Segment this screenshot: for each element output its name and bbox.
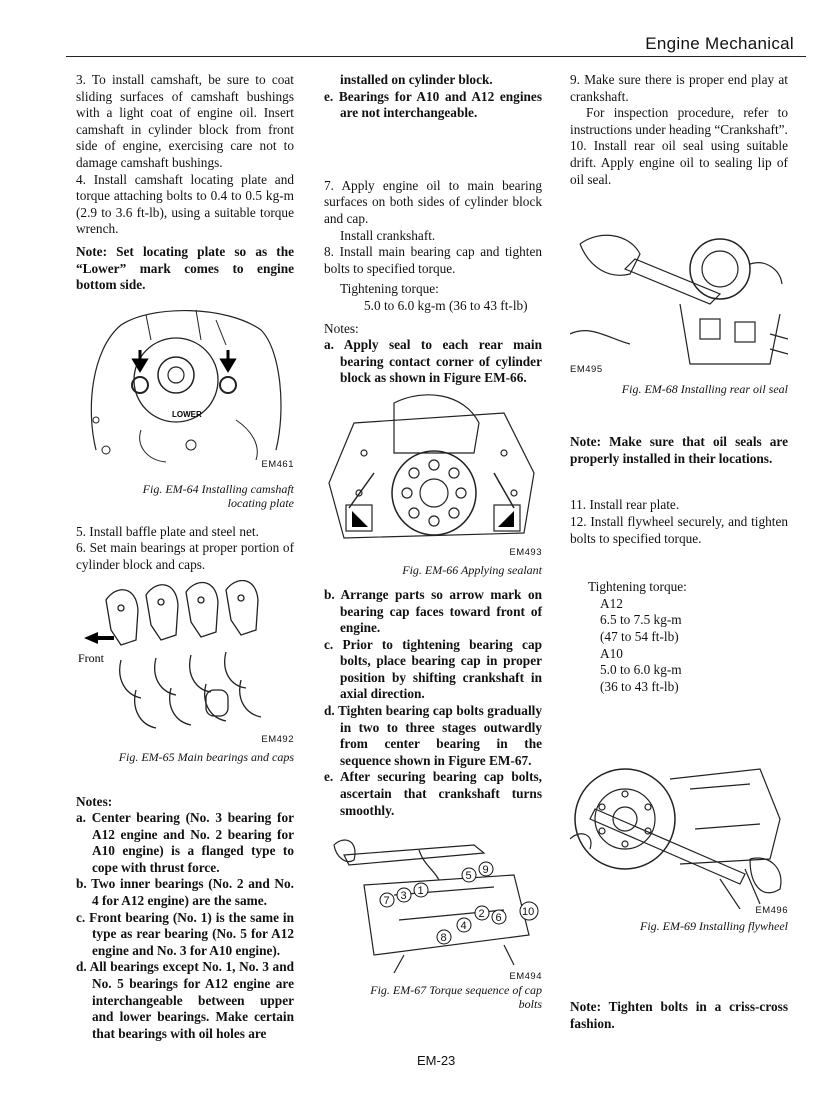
figure-caption: Fig. EM-65 Main bearings and caps bbox=[118, 749, 294, 764]
seq-6: 6 bbox=[496, 912, 502, 924]
seq-4: 4 bbox=[461, 920, 467, 932]
column-right: 9. Make sure there is proper end play at… bbox=[570, 72, 788, 1032]
figure-em68: EM495 bbox=[570, 224, 788, 380]
step-5: 5. Install baffle plate and steel net. bbox=[76, 523, 259, 539]
note-locating-plate: Note: Set locating plate so as the “Lowe… bbox=[76, 243, 294, 293]
step-4: 4. Install camshaft locating plate and t… bbox=[76, 171, 294, 237]
page-number: EM-23 bbox=[417, 1053, 456, 1068]
figure-code: EM494 bbox=[509, 971, 542, 983]
notes-title: Notes: bbox=[76, 793, 113, 809]
seq-1: 1 bbox=[418, 885, 424, 897]
lower-mark-label: LOWER bbox=[172, 410, 202, 419]
notes-title: Notes: bbox=[324, 320, 359, 336]
figure-code: EM492 bbox=[261, 733, 294, 745]
rear-oil-seal-illustration bbox=[570, 234, 788, 365]
a10-ftlb: (36 to 43 ft-lb) bbox=[600, 678, 679, 694]
step-8: 8. Install main bearing cap and tighten … bbox=[324, 244, 542, 276]
seq-9: 9 bbox=[483, 864, 489, 876]
note-a: a. Center bearing (No. 3 bearing for A12… bbox=[76, 810, 294, 875]
column-left: 3. To install camshaft, be sure to coat … bbox=[76, 72, 294, 1042]
note-d-continued: installed on cylinder block. bbox=[340, 72, 493, 87]
column-middle: installed on cylinder block. e. Bearings… bbox=[324, 72, 542, 1011]
torque-value: 5.0 to 6.0 kg-m (36 to 43 ft-lb) bbox=[364, 297, 528, 313]
figure-code: EM496 bbox=[755, 905, 788, 917]
header-title: Engine Mechanical bbox=[645, 34, 794, 53]
note-d-sequence: d. Tighten bearing cap bolts gradually i… bbox=[324, 703, 542, 768]
a12-ftlb: (47 to 54 ft-lb) bbox=[600, 628, 679, 644]
figure-em64: LOWER EM461 bbox=[76, 300, 294, 480]
figure-code: EM493 bbox=[509, 546, 542, 558]
step-12: 12. Install flywheel securely, and tight… bbox=[570, 513, 788, 546]
step-11: 11. Install rear plate. bbox=[570, 497, 680, 513]
note-d: d. All bearings except No. 1, No. 3 and … bbox=[76, 959, 294, 1041]
note-a-seal: a. Apply seal to each rear main bearing … bbox=[324, 337, 542, 386]
note-c-position: c. Prior to tightening bearing cap bolts… bbox=[324, 636, 542, 702]
front-label: Front bbox=[78, 651, 105, 665]
figure-em65: Front EM492 bbox=[76, 579, 294, 748]
flywheel-illustration bbox=[570, 768, 782, 910]
step-7: 7. Apply engine oil to main bearing surf… bbox=[324, 177, 542, 226]
main-bearings-illustration: Front bbox=[78, 579, 262, 729]
step-6: 6. Set main bearings at proper portion o… bbox=[76, 540, 294, 572]
note-e-turns: e. After securing bearing cap bolts, asc… bbox=[324, 769, 542, 818]
torque-sequence-illustration: 7 3 1 5 9 2 6 10 4 8 bbox=[333, 839, 539, 974]
seq-5: 5 bbox=[466, 870, 472, 882]
sealant-illustration bbox=[328, 394, 535, 539]
step-7b: Install crankshaft. bbox=[340, 227, 436, 243]
seq-2: 2 bbox=[479, 908, 485, 920]
note-c: c. Front bearing (No. 1) is the same in … bbox=[76, 909, 294, 958]
step-3: 3. To install camshaft, be sure to coat … bbox=[76, 72, 294, 170]
torque-label: Tightening torque: bbox=[340, 281, 439, 297]
figure-caption: Fig. EM-64 Installing camshaft locating … bbox=[142, 481, 294, 510]
figure-caption: Fig. EM-67 Torque sequence of cap bolts bbox=[370, 983, 542, 1012]
figure-caption: Fig. EM-66 Applying sealant bbox=[402, 562, 542, 577]
a10-kgm: 5.0 to 6.0 kg-m bbox=[600, 662, 682, 678]
a12-kgm: 6.5 to 7.5 kg-m bbox=[600, 612, 682, 628]
seq-10: 10 bbox=[522, 906, 534, 918]
seq-8: 8 bbox=[441, 932, 447, 944]
note-b: b. Two inner bearings (No. 2 and No. 4 f… bbox=[76, 876, 294, 909]
figure-em69: EM496 bbox=[570, 759, 788, 917]
figure-caption: Fig. EM-69 Installing flywheel bbox=[640, 919, 788, 934]
note-oil-seals: Note: Make sure that oil seals are prope… bbox=[570, 434, 788, 466]
figure-em67: 7 3 1 5 9 2 6 10 4 8 EM494 bbox=[324, 825, 542, 982]
note-e-bearings: e. Bearings for A10 and A12 engines are … bbox=[324, 88, 542, 121]
seq-3: 3 bbox=[401, 890, 407, 902]
a10-label: A10 bbox=[600, 645, 623, 661]
figure-caption: Fig. EM-68 Installing rear oil seal bbox=[621, 382, 788, 397]
flywheel-torque-block: Tightening torque: A12 6.5 to 7.5 kg-m (… bbox=[588, 579, 788, 695]
note-b-arrow: b. Arrange parts so arrow mark on bearin… bbox=[324, 586, 542, 636]
step-10: 10. Install rear oil seal using suitable… bbox=[570, 138, 788, 187]
camshaft-plate-illustration: LOWER bbox=[90, 309, 282, 463]
figure-em66: EM493 bbox=[324, 393, 542, 561]
seq-7: 7 bbox=[384, 895, 390, 907]
figure-code: EM461 bbox=[261, 458, 294, 470]
step-9: 9. Make sure there is proper end play at… bbox=[570, 72, 788, 104]
note-criss-cross: Note: Tighten bolts in a criss-cross fas… bbox=[570, 999, 788, 1031]
a12-label: A12 bbox=[600, 595, 623, 611]
torque-label: Tightening torque: bbox=[588, 579, 687, 595]
step-9b: For inspection procedure, refer to instr… bbox=[570, 105, 788, 137]
figure-code: EM495 bbox=[570, 364, 603, 376]
page-header: Engine Mechanical bbox=[66, 30, 806, 57]
